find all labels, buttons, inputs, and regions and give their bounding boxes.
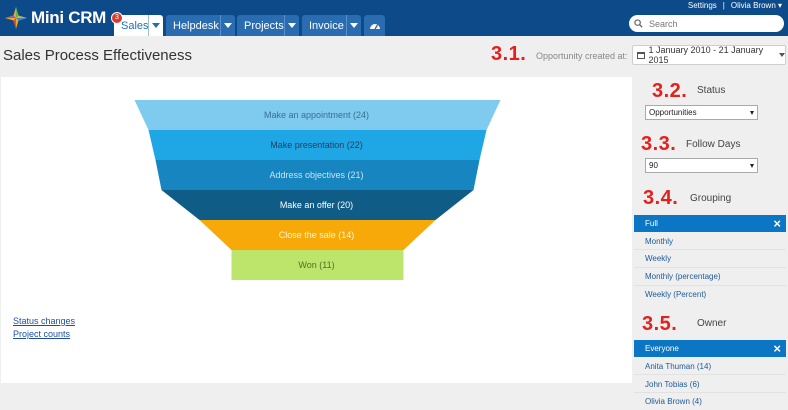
star-logo-icon xyxy=(5,7,27,29)
funnel-stage-label: Address objectives (21) xyxy=(269,170,364,180)
settings-link[interactable]: Settings xyxy=(687,1,717,10)
tab-helpdesk-label: Helpdesk xyxy=(173,19,219,32)
grouping-option-monthly-percentage[interactable]: Monthly (percentage) xyxy=(645,272,721,281)
owner-title: Owner xyxy=(697,318,727,329)
dashboard-gauge-icon xyxy=(369,24,380,30)
grouping-title: Grouping xyxy=(690,193,732,204)
tab-helpdesk-dropdown[interactable] xyxy=(220,15,235,36)
status-select-value: Opportunities xyxy=(649,108,697,117)
tab-invoice-dropdown[interactable] xyxy=(346,15,361,36)
funnel-stage[interactable] xyxy=(155,160,480,190)
funnel-stage[interactable] xyxy=(161,190,474,220)
owner-selected[interactable]: Everyone × xyxy=(634,340,786,357)
top-navigation-bar: Mini CRM Sales 3 Helpdesk Projects Invoi… xyxy=(0,0,788,36)
owner-option-olivia-brown[interactable]: Olivia Brown (4) xyxy=(645,397,702,406)
grouping-selected-label: Full xyxy=(645,219,658,228)
funnel-stage[interactable] xyxy=(199,220,436,250)
chevron-down-icon xyxy=(350,23,358,28)
owner-selected-label: Everyone xyxy=(645,344,679,353)
annotation-marker-3-1: 3.1. xyxy=(491,43,527,65)
follow-days-select-value: 90 xyxy=(649,161,658,170)
annotation-marker-3-4: 3.4. xyxy=(643,187,679,209)
close-icon[interactable]: × xyxy=(773,216,781,231)
follow-days-select[interactable]: 90 xyxy=(645,158,758,173)
funnel-stage-label: Make presentation (22) xyxy=(270,140,363,150)
tab-helpdesk[interactable]: Helpdesk xyxy=(166,15,235,36)
funnel-stage[interactable] xyxy=(134,100,501,130)
chevron-down-icon xyxy=(750,111,754,115)
app-logo[interactable]: Mini CRM xyxy=(4,6,106,30)
chart-panel: Make an appointment (24) Make presentatio… xyxy=(1,77,632,383)
sales-funnel-chart xyxy=(134,100,501,280)
status-title: Status xyxy=(697,85,726,96)
divider xyxy=(634,392,786,393)
search-box[interactable] xyxy=(629,15,784,32)
page-title: Sales Process Effectiveness xyxy=(3,47,192,64)
app-logo-text: Mini CRM xyxy=(31,8,107,27)
divider xyxy=(634,267,786,268)
funnel-stage-label: Make an offer (20) xyxy=(279,200,354,210)
tab-sales[interactable]: Sales xyxy=(114,15,163,36)
date-range-picker[interactable]: 1 January 2010 - 21 January 2015 xyxy=(632,45,786,65)
funnel-stage[interactable] xyxy=(231,250,404,280)
status-changes-link[interactable]: Status changes xyxy=(13,316,76,326)
status-select[interactable]: Opportunities xyxy=(645,105,758,120)
grouping-selected[interactable]: Full × xyxy=(634,215,786,232)
tab-sales-label: Sales xyxy=(121,19,149,32)
annotation-marker-3-5: 3.5. xyxy=(642,313,678,335)
tab-sales-dropdown[interactable] xyxy=(148,15,163,36)
search-input[interactable] xyxy=(647,17,771,30)
chevron-down-icon xyxy=(750,164,754,168)
funnel-stage[interactable] xyxy=(148,130,487,160)
tab-projects[interactable]: Projects xyxy=(237,15,299,36)
date-filter-label: Opportunity created at: xyxy=(536,51,628,61)
funnel-stage-label: Won (11) xyxy=(298,260,335,270)
owner-option-john-tobias[interactable]: John Tobias (6) xyxy=(645,380,700,389)
owner-option-anita-thuman[interactable]: Anita Thuman (14) xyxy=(645,362,712,371)
close-icon[interactable]: × xyxy=(773,341,781,356)
tab-projects-dropdown[interactable] xyxy=(284,15,299,36)
annotation-marker-3-2: 3.2. xyxy=(652,80,688,102)
search-icon xyxy=(634,19,643,28)
grouping-option-weekly-percent[interactable]: Weekly (Percent) xyxy=(645,290,707,299)
project-counts-link[interactable]: Project counts xyxy=(13,329,71,339)
tab-invoice[interactable]: Invoice xyxy=(302,15,361,36)
follow-days-title: Follow Days xyxy=(686,139,741,150)
notification-badge: 3 xyxy=(111,12,123,24)
chevron-down-icon xyxy=(779,53,785,57)
annotation-marker-3-3: 3.3. xyxy=(641,133,677,155)
funnel-stage-label: Make an appointment (24) xyxy=(263,110,370,120)
grouping-option-weekly[interactable]: Weekly xyxy=(645,254,672,263)
calendar-icon xyxy=(637,51,645,59)
funnel-stage-label: Close the sale (14) xyxy=(278,230,355,240)
divider xyxy=(634,285,786,286)
chevron-down-icon xyxy=(152,23,160,28)
tab-projects-label: Projects xyxy=(244,19,284,32)
tab-dashboard[interactable] xyxy=(364,15,385,36)
chevron-down-icon xyxy=(224,23,232,28)
date-range-value: 1 January 2010 - 21 January 2015 xyxy=(648,45,764,65)
divider xyxy=(634,249,786,250)
user-menu[interactable]: Olivia Brown ▾ xyxy=(730,1,782,10)
grouping-option-monthly[interactable]: Monthly xyxy=(645,237,674,246)
top-links-separator: | xyxy=(722,1,725,10)
divider xyxy=(634,374,786,375)
chevron-down-icon xyxy=(288,23,296,28)
top-links: Settings | Olivia Brown ▾ xyxy=(688,1,782,10)
tab-invoice-label: Invoice xyxy=(309,19,344,32)
